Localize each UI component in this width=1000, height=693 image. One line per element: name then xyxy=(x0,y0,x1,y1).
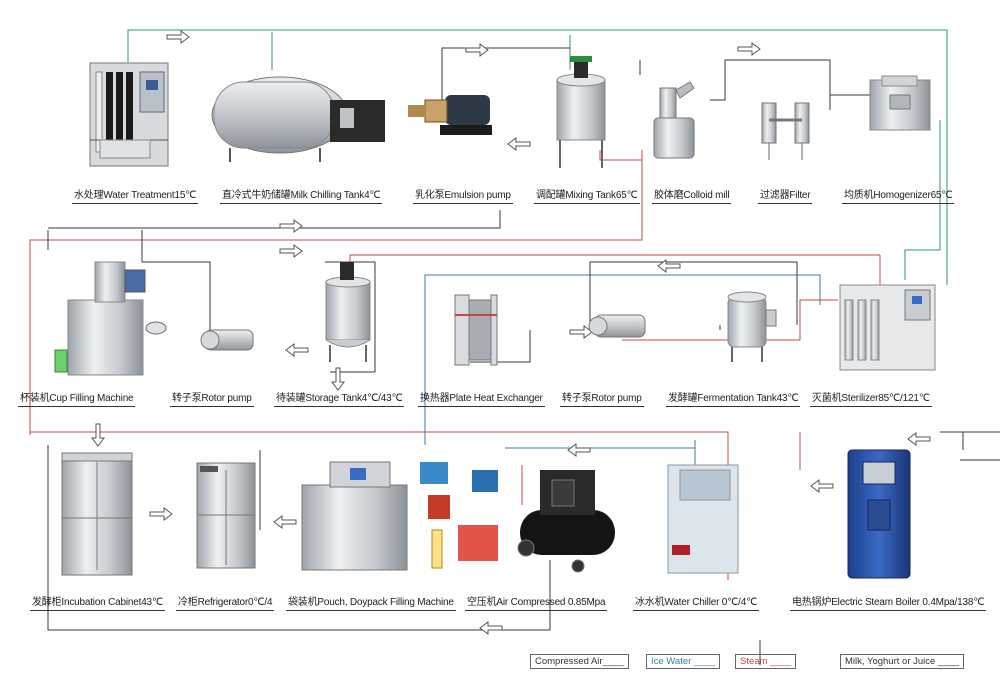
label-cup-filling-machine: 杯装机Cup Filling Machine xyxy=(18,393,136,407)
flow-arrow xyxy=(273,515,297,529)
label-plate-heat-exchanger: 换热器Plate Heat Exchanger xyxy=(418,393,545,407)
legend-product: Milk, Yoghurt or Juice ____ xyxy=(840,654,965,669)
filter-icon xyxy=(761,102,810,160)
flow-arrows xyxy=(91,30,931,635)
label-filter: 过滤器Filter xyxy=(758,190,813,204)
steam-boiler-icon xyxy=(847,449,911,579)
fermentation-tank-icon xyxy=(727,291,777,362)
plate-heat-exchanger-icon xyxy=(454,294,498,366)
flow-arrow xyxy=(91,423,105,447)
flow-arrow xyxy=(166,30,190,44)
refrigerator-icon xyxy=(196,462,256,569)
flow-arrow xyxy=(657,259,681,273)
legend-compressed-air: Compressed Air____ xyxy=(530,654,629,669)
rotor-pump-icon xyxy=(588,314,646,338)
flow-arrow xyxy=(907,432,931,446)
sterilizer-icon xyxy=(839,284,936,371)
legend-ice-water: Ice Water ____ xyxy=(646,654,721,669)
storage-tank-icon xyxy=(325,262,371,362)
flow-arrow xyxy=(465,43,489,57)
pipe-lines xyxy=(29,29,1000,665)
label-storage-tank: 待装罐Storage Tank4℃/43℃ xyxy=(274,393,405,407)
label-colloid-mill: 胶体磨Colloid mill xyxy=(652,190,732,204)
flow-arrow xyxy=(331,367,345,391)
colloid-mill-icon xyxy=(653,81,695,159)
flow-arrow xyxy=(479,621,503,635)
air-compressor-icon xyxy=(517,470,615,573)
pouch-filling-machine-icon xyxy=(301,461,498,571)
homogenizer-icon xyxy=(869,75,931,131)
incubation-cabinet-icon xyxy=(61,452,133,576)
flow-arrow xyxy=(285,343,309,357)
emulsion-pump-icon xyxy=(408,95,492,135)
label-rotor-pump-2: 转子泵Rotor pump xyxy=(560,393,644,407)
mixing-tank-icon xyxy=(556,56,606,168)
label-air-compressed: 空压机Air Compressed 0.85Mpa xyxy=(465,597,608,611)
label-refrigerator: 冷柜Refrigerator0℃/4 xyxy=(176,597,275,611)
flow-arrow xyxy=(507,137,531,151)
label-mixing-tank: 调配罐Mixing Tank65℃ xyxy=(534,190,640,204)
flow-arrow xyxy=(737,42,761,56)
label-milk-chilling-tank: 直冷式牛奶储罐Milk Chilling Tank4℃ xyxy=(220,190,383,204)
water-chiller-icon xyxy=(667,464,739,574)
chilling-tank-icon xyxy=(211,76,385,162)
flow-arrow xyxy=(567,443,591,457)
flow-arrow xyxy=(569,325,593,339)
label-incubation-cabinet: 发酵柜Incubation Cabinet43℃ xyxy=(30,597,165,611)
rotor-pump-icon xyxy=(200,329,254,351)
cup-filling-machine-icon xyxy=(54,261,167,376)
water-treatment-icon xyxy=(89,62,169,167)
label-steam-boiler: 电热锅炉Electric Steam Boiler 0.4Mpa/138℃ xyxy=(790,597,987,611)
label-sterilizer: 灭菌机Sterilizer85℃/121℃ xyxy=(810,393,932,407)
flow-arrow xyxy=(279,244,303,258)
flow-arrow xyxy=(810,479,834,493)
flow-arrow xyxy=(149,507,173,521)
label-fermentation-tank: 发酵罐Fermentation Tank43℃ xyxy=(666,393,801,407)
label-water-chiller: 冰水机Water Chiller 0℃/4℃ xyxy=(633,597,760,611)
label-homogenizer: 均质机Homogenizer65℃ xyxy=(842,190,955,204)
label-emulsion-pump: 乳化泵Emulsion pump xyxy=(413,190,513,204)
flow-arrow xyxy=(279,219,303,233)
label-pouch-filling: 袋装机Pouch, Doypack Filling Machine xyxy=(286,597,456,611)
label-rotor-pump-1: 转子泵Rotor pump xyxy=(170,393,254,407)
label-water-treatment: 水处理Water Treatment15℃ xyxy=(72,190,199,204)
legend-steam: Steam ____ xyxy=(735,654,797,669)
